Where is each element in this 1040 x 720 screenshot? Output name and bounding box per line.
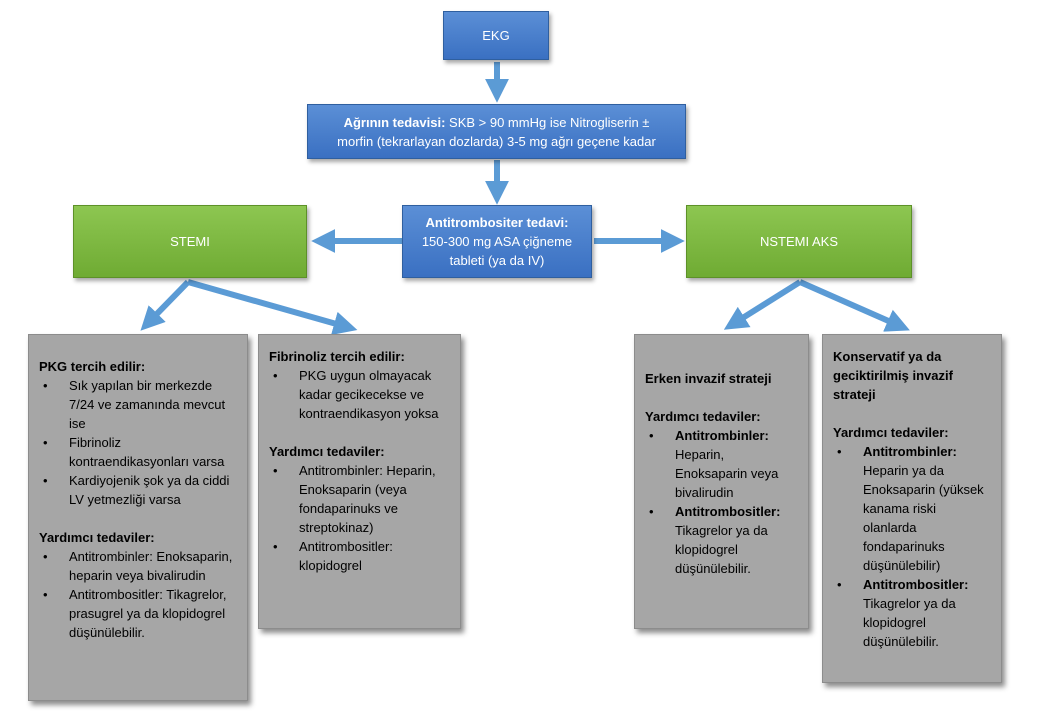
conservative-helper-title: Yardımcı tedaviler: <box>833 425 949 440</box>
early-title: Erken invazif strateji <box>645 371 772 386</box>
list-item-text: Heparin, Enoksaparin veya bivalirudin <box>675 447 779 500</box>
fibrin-bullet-list: PKG uygun olmayacak kadar gecikecekse ve… <box>269 366 452 423</box>
arrow-stemi-to-fibrin <box>187 279 358 335</box>
pkg-helper-list: Antitrombinler: Enoksaparin, heparin vey… <box>39 547 239 642</box>
fibrin-helper-list: Antitrombinler: Heparin, Enoksaparin (ve… <box>269 461 452 575</box>
stemi-label: STEMI <box>170 234 210 249</box>
conservative-box: Konservatif ya da geciktirilmiş invazif … <box>822 334 1002 683</box>
antithrombocyte-line2: tableti (ya da IV) <box>449 253 545 268</box>
conservative-helper-list: Antitrombinler: Heparin ya da Enoksapari… <box>833 442 993 651</box>
list-item: Antitrombositler: Tikagrelor, prasugrel … <box>39 585 239 642</box>
antithrombocyte-title: Antitrombositer tedavi: <box>425 215 569 230</box>
list-item: Antitrombositler: klopidogrel <box>269 537 452 575</box>
list-item: PKG uygun olmayacak kadar gecikecekse ve… <box>269 366 452 423</box>
pain-treatment-title: Ağrının tedavisi: <box>343 114 446 130</box>
early-helper-list: Antitrombinler: Heparin, Enoksaparin vey… <box>645 426 800 578</box>
stemi-box: STEMI <box>73 205 307 278</box>
nstemi-box: NSTEMI AKS <box>686 205 912 278</box>
list-item-title: Antitrombositler: <box>675 504 781 519</box>
fibrin-title: Fibrinoliz tercih edilir: <box>269 349 405 364</box>
nstemi-label: NSTEMI AKS <box>759 234 839 249</box>
pain-treatment-line1: SKB > 90 mmHg ise Nitrogliserin ± <box>445 114 650 130</box>
ekg-box: EKG <box>443 11 549 60</box>
arrow-nstemi-to-conservative <box>798 279 910 332</box>
list-item: Antitrombositler: Tikagrelor ya da klopi… <box>645 502 800 578</box>
list-item-text: Tikagrelor ya da klopidogrel düşünülebil… <box>863 596 956 649</box>
list-item: Antitrombinler: Enoksaparin, heparin vey… <box>39 547 239 585</box>
antithrombocyte-box: Antitrombositer tedavi: 150-300 mg ASA ç… <box>402 205 592 278</box>
early-invasive-box: Erken invazif strateji Yardımcı tedavile… <box>634 334 809 629</box>
list-item: Antitrombinler: Heparin, Enoksaparin vey… <box>645 426 800 502</box>
list-item: Kardiyojenik şok ya da ciddi LV yetmezli… <box>39 471 239 509</box>
list-item-title: Antitrombinler: <box>675 428 769 443</box>
early-helper-title: Yardımcı tedaviler: <box>645 409 761 424</box>
list-item-text: Tikagrelor ya da klopidogrel düşünülebil… <box>675 523 768 576</box>
pkg-bullet-list: Sık yapılan bir merkezde 7/24 ve zamanın… <box>39 376 239 509</box>
pkg-preferred-box: PKG tercih edilir: Sık yapılan bir merke… <box>28 334 248 701</box>
pain-treatment-box: Ağrının tedavisi: SKB > 90 mmHg ise Nitr… <box>307 104 686 159</box>
arrow-stemi-to-pkg <box>140 279 191 331</box>
list-item: Antitrombinler: Heparin, Enoksaparin (ve… <box>269 461 452 537</box>
list-item-title: Antitrombinler: <box>863 444 957 459</box>
pkg-helper-title: Yardımcı tedaviler: <box>39 530 155 545</box>
list-item: Fibrinoliz kontraendikasyonları varsa <box>39 433 239 471</box>
list-item: Sık yapılan bir merkezde 7/24 ve zamanın… <box>39 376 239 433</box>
arrow-nstemi-to-early <box>723 279 802 330</box>
conservative-title: Konservatif ya da geciktirilmiş invazif … <box>833 349 953 402</box>
antithrombocyte-line1: 150-300 mg ASA çiğneme <box>421 234 573 249</box>
list-item: Antitrombinler: Heparin ya da Enoksapari… <box>833 442 993 575</box>
fibrinolysis-box: Fibrinoliz tercih edilir: PKG uygun olma… <box>258 334 461 629</box>
pain-treatment-line2: morfin (tekrarlayan dozlarda) 3-5 mg ağr… <box>337 133 656 149</box>
fibrin-helper-title: Yardımcı tedaviler: <box>269 444 385 459</box>
ekg-label: EKG <box>482 28 510 43</box>
list-item-text: Heparin ya da Enoksaparin (yüksek kanama… <box>863 463 984 573</box>
list-item-title: Antitrombositler: <box>863 577 969 592</box>
pkg-title: PKG tercih edilir: <box>39 359 146 374</box>
list-item: Antitrombositler: Tikagrelor ya da klopi… <box>833 575 993 651</box>
